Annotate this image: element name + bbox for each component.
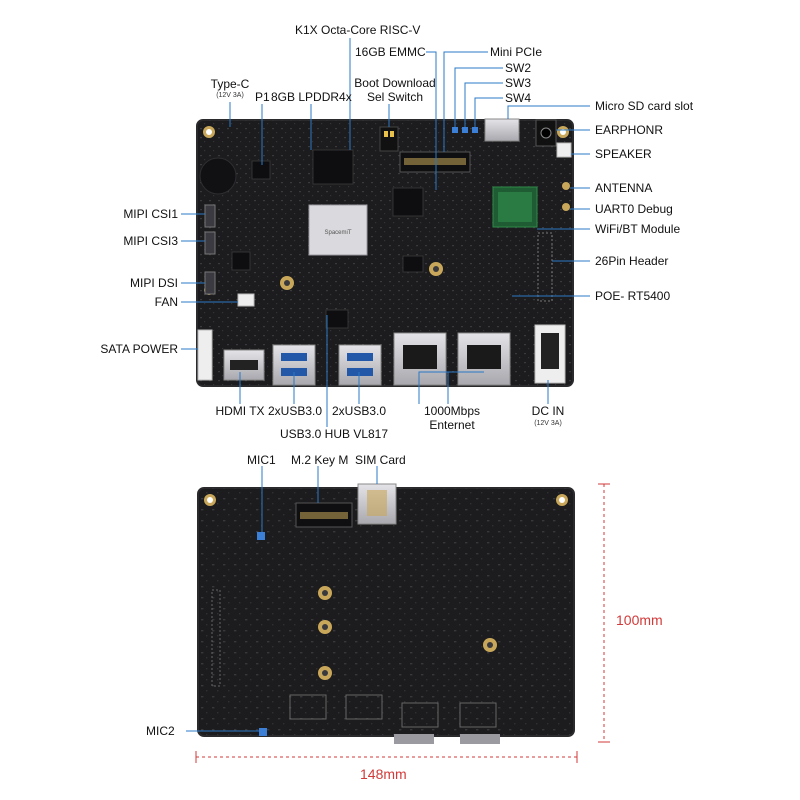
label-boot-download: Boot Download [354,76,436,90]
label-k1x-soc: K1X Octa-Core RISC-V [295,23,421,37]
label-antenna: ANTENNA [595,181,653,195]
label-wifi-bt: WiFi/BT Module [595,222,681,236]
label-earphone: EARPHONR [595,123,664,137]
label-usb-a: 2xUSB3.0 [267,404,323,418]
label-type-c-spec: (12V 3A) [216,92,244,99]
label-sata-power: SATA POWER [100,342,178,356]
label-sw3: SW3 [505,76,532,90]
leader-lines [181,38,590,732]
label-dc-in: DC IN [531,404,565,418]
label-mic2: MIC2 [146,724,175,738]
label-sel-switch: Sel Switch [366,90,424,104]
label-usb-hub: USB3.0 HUB VL817 [279,427,389,441]
label-poe: POE- RT5400 [595,289,671,303]
label-mipi-csi3: MIPI CSI3 [123,234,178,248]
dimension-height: 100mm [616,612,663,628]
dimension-width: 148mm [360,766,407,782]
label-lpddr: 8GB LPDDR4x [271,90,352,104]
label-ethernet-speed: 1000Mbps [423,404,481,418]
label-micro-sd: Micro SD card slot [595,99,694,113]
label-fan: FAN [154,295,178,309]
label-mipi-dsi: MIPI DSI [129,276,178,290]
label-mipi-csi1: MIPI CSI1 [123,207,178,221]
dimension-lines [195,483,610,763]
label-mini-pcie: Mini PCIe [490,45,543,59]
label-sw4: SW4 [505,91,532,105]
label-dc-in-spec: (12V 3A) [534,420,562,427]
bottom-board [197,483,575,744]
label-m2-key-m: M.2 Key M [291,453,349,467]
label-sim-card: SIM Card [355,453,406,467]
svg-text:SpacemiT: SpacemiT [324,230,351,236]
label-emmc: 16GB EMMC [355,45,426,59]
label-p1: P1 [255,90,270,104]
label-uart-debug: UART0 Debug [595,202,673,216]
label-type-c: Type-C [210,77,250,91]
label-ethernet: Enternet [429,418,475,432]
label-usb-b: 2xUSB3.0 [331,404,387,418]
label-sw2: SW2 [505,61,532,75]
label-hdmi-tx: HDMI TX [215,404,265,418]
top-board: SpacemiT [196,118,574,387]
label-mic1: MIC1 [247,453,276,467]
label-speaker: SPEAKER [595,147,652,161]
label-26pin-header: 26Pin Header [595,254,669,268]
